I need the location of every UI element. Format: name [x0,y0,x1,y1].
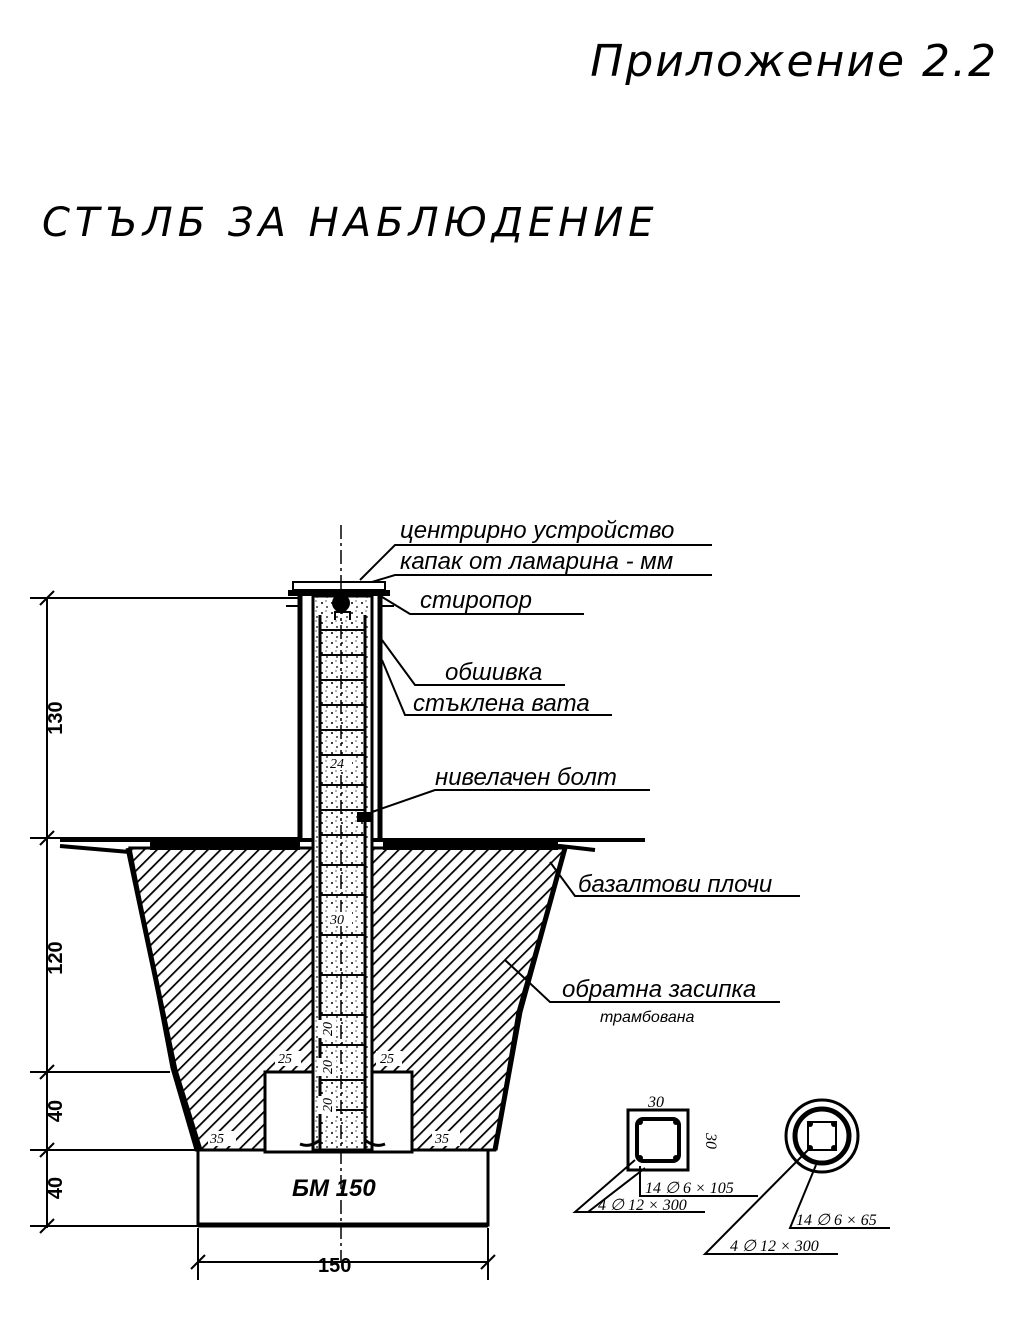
dim-20-c: 20 [321,1098,336,1112]
leader-lines [359,544,800,1003]
dim-height-120: 120 [45,941,67,974]
label-concrete-grade: БМ 150 [292,1175,376,1202]
label-leveling-bolt: нивелачен болт [435,764,617,791]
appendix-label: Приложение 2.2 [590,36,998,87]
label-backfill: обратна засипка [562,976,756,1003]
basalt-plates [150,838,558,850]
dim-height-40-base: 40 [45,1177,67,1199]
square-section [572,1108,758,1213]
dim-24: 24 [330,757,344,772]
dim-20-a: 20 [321,1022,336,1036]
dim-35-left: 35 [209,1132,224,1147]
vertical-dimension-chain [30,590,300,1234]
label-basalt-plates: базалтови плочи [578,871,772,898]
base-width-dimension [190,1228,496,1280]
dim-width-150: 150 [318,1255,351,1277]
stirrups [320,629,365,1111]
label-compacted: трамбована [600,1009,695,1026]
label-centering-device: центрирно устройство [400,517,674,544]
leveling-bolt [357,812,371,822]
column [297,594,386,1152]
dim-height-40-step: 40 [45,1100,67,1122]
round-bars-spec: 4 ∅ 12 × 300 [730,1238,819,1255]
label-cover: капак от ламарина - мм [400,548,673,575]
round-section [702,1098,890,1255]
dim-20-b: 20 [321,1060,336,1074]
dim-35-right: 35 [434,1132,449,1147]
square-side-right: 30 [702,1132,719,1149]
label-glass-wool: стъклена вата [413,690,590,717]
dim-25-left: 25 [278,1052,292,1067]
square-stirrups-spec: 14 ∅ 6 × 105 [645,1180,734,1197]
label-casing: обшивка [445,659,542,686]
drawing-title: СТЪЛБ ЗА НАБЛЮДЕНИЕ [42,200,659,246]
square-bars-spec: 4 ∅ 12 × 300 [598,1197,687,1214]
label-styrofoam: стиропор [420,587,532,614]
dim-30: 30 [329,913,344,928]
dim-25-right: 25 [380,1052,394,1067]
round-stirrups-spec: 14 ∅ 6 × 65 [796,1212,877,1229]
square-side-top: 30 [647,1094,664,1111]
dim-height-130: 130 [45,701,67,734]
internal-dimensions: 24 30 20 20 20 25 25 35 35 [208,756,460,1147]
